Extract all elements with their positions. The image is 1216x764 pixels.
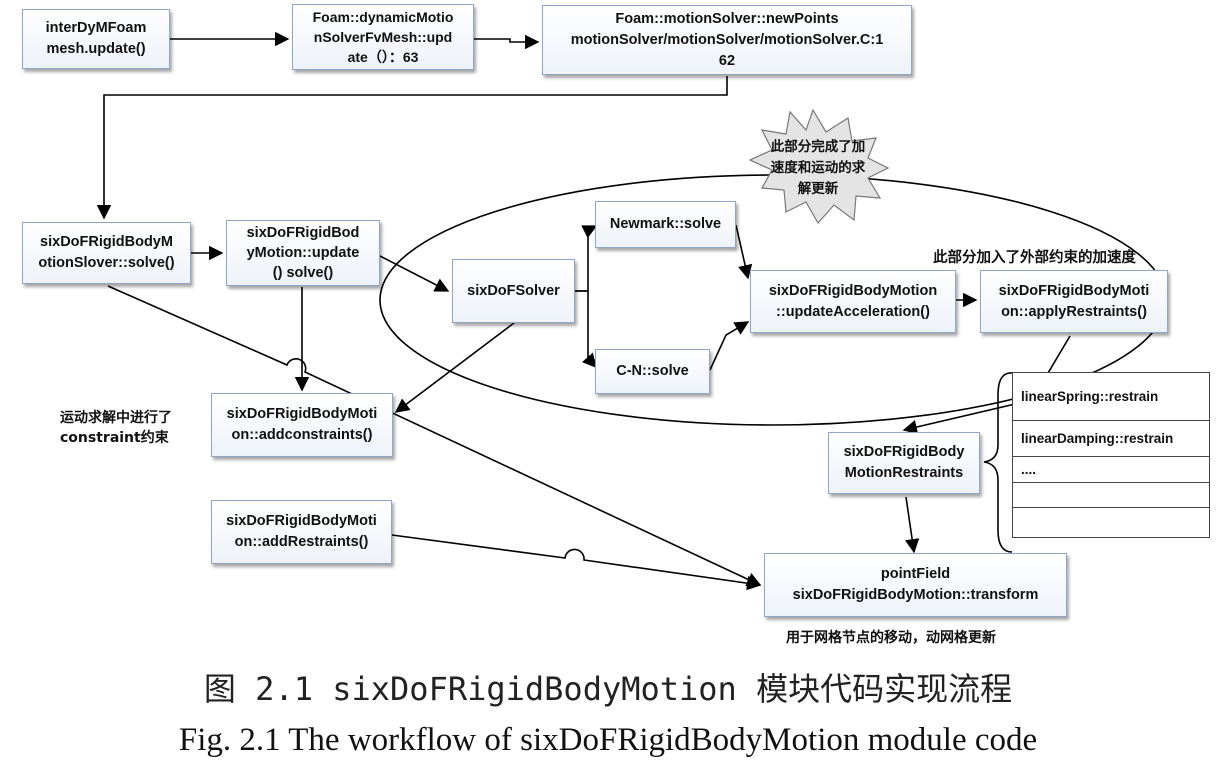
figure-caption-cn: 图 2.1 sixDoFRigidBodyMotion 模块代码实现流程 [203,670,1013,708]
sixdof-solver-box: sixDoFSolver [452,259,575,323]
table-row: linearSpring::restrain [1013,373,1209,421]
newmark-box: Newmark::solve [595,201,736,248]
motion-solver-solve-box: sixDoFRigidBodyM otionSlover::solve() [22,222,191,284]
mesh-update-note: 用于网格节点的移动，动网格更新 [786,630,996,646]
table-row: .... [1013,457,1209,483]
edge-update-solver [379,255,450,292]
motion-restraints-box: sixDoFRigidBody MotionRestraints [828,432,980,494]
table-row: linearDamping::restrain [1013,421,1209,457]
edge-newpoints-solve [96,76,728,220]
table-row [1013,483,1209,508]
cn-box: C-N::solve [595,349,710,394]
dynamic-motion-box: Foam::dynamicMotio nSolverFvMesh::upd at… [292,4,474,70]
edge-newmark-accel [735,224,753,280]
edge-solver-addconstraints [394,322,515,413]
edge-solver-newmark [575,225,598,292]
figure-caption-en: Fig. 2.1 The workflow of sixDoFRigidBody… [178,722,1038,758]
apply-restraints-box: sixDoFRigidBodyMoti on::applyRestraints(… [980,270,1168,333]
edge-table-brace [983,372,1013,553]
motion-update-box: sixDoFRigidBod yMotion::update () solve(… [226,220,380,286]
burst-note: 此部分完成了加 速度和运动的求 解更新 [770,139,866,197]
restraints-table: linearSpring::restrain linearDamping::re… [1012,372,1210,538]
add-constraints-box: sixDoFRigidBodyMoti on::addconstraints() [211,393,393,457]
edge-restraints-transform [905,496,920,554]
callout-burst [748,108,890,225]
edge-solver-cn [575,290,597,369]
new-points-box: Foam::motionSolver::newPoints motionSolv… [542,5,912,75]
edge-dynamic-newpoints [474,34,540,50]
edge-addrestraints-transform [391,534,762,591]
transform-box: pointField sixDoFRigidBodyMotion::transf… [764,553,1067,617]
update-acceleration-box: sixDoFRigidBodyMotion ::updateAccelerati… [750,270,956,333]
table-row [1013,508,1209,537]
connectors [96,31,1071,591]
add-restraints-box: sixDoFRigidBodyMoti on::addRestraints() [211,500,392,564]
edge-solve-transform [107,285,762,587]
edge-cn-accel [709,321,750,371]
constraint-note: 运动求解中进行了 constraint约束 [60,410,172,446]
external-restraint-note: 此部分加入了外部约束的加速度 [933,250,1136,266]
interdymfoam-box: interDyMFoam mesh.update() [22,9,170,69]
